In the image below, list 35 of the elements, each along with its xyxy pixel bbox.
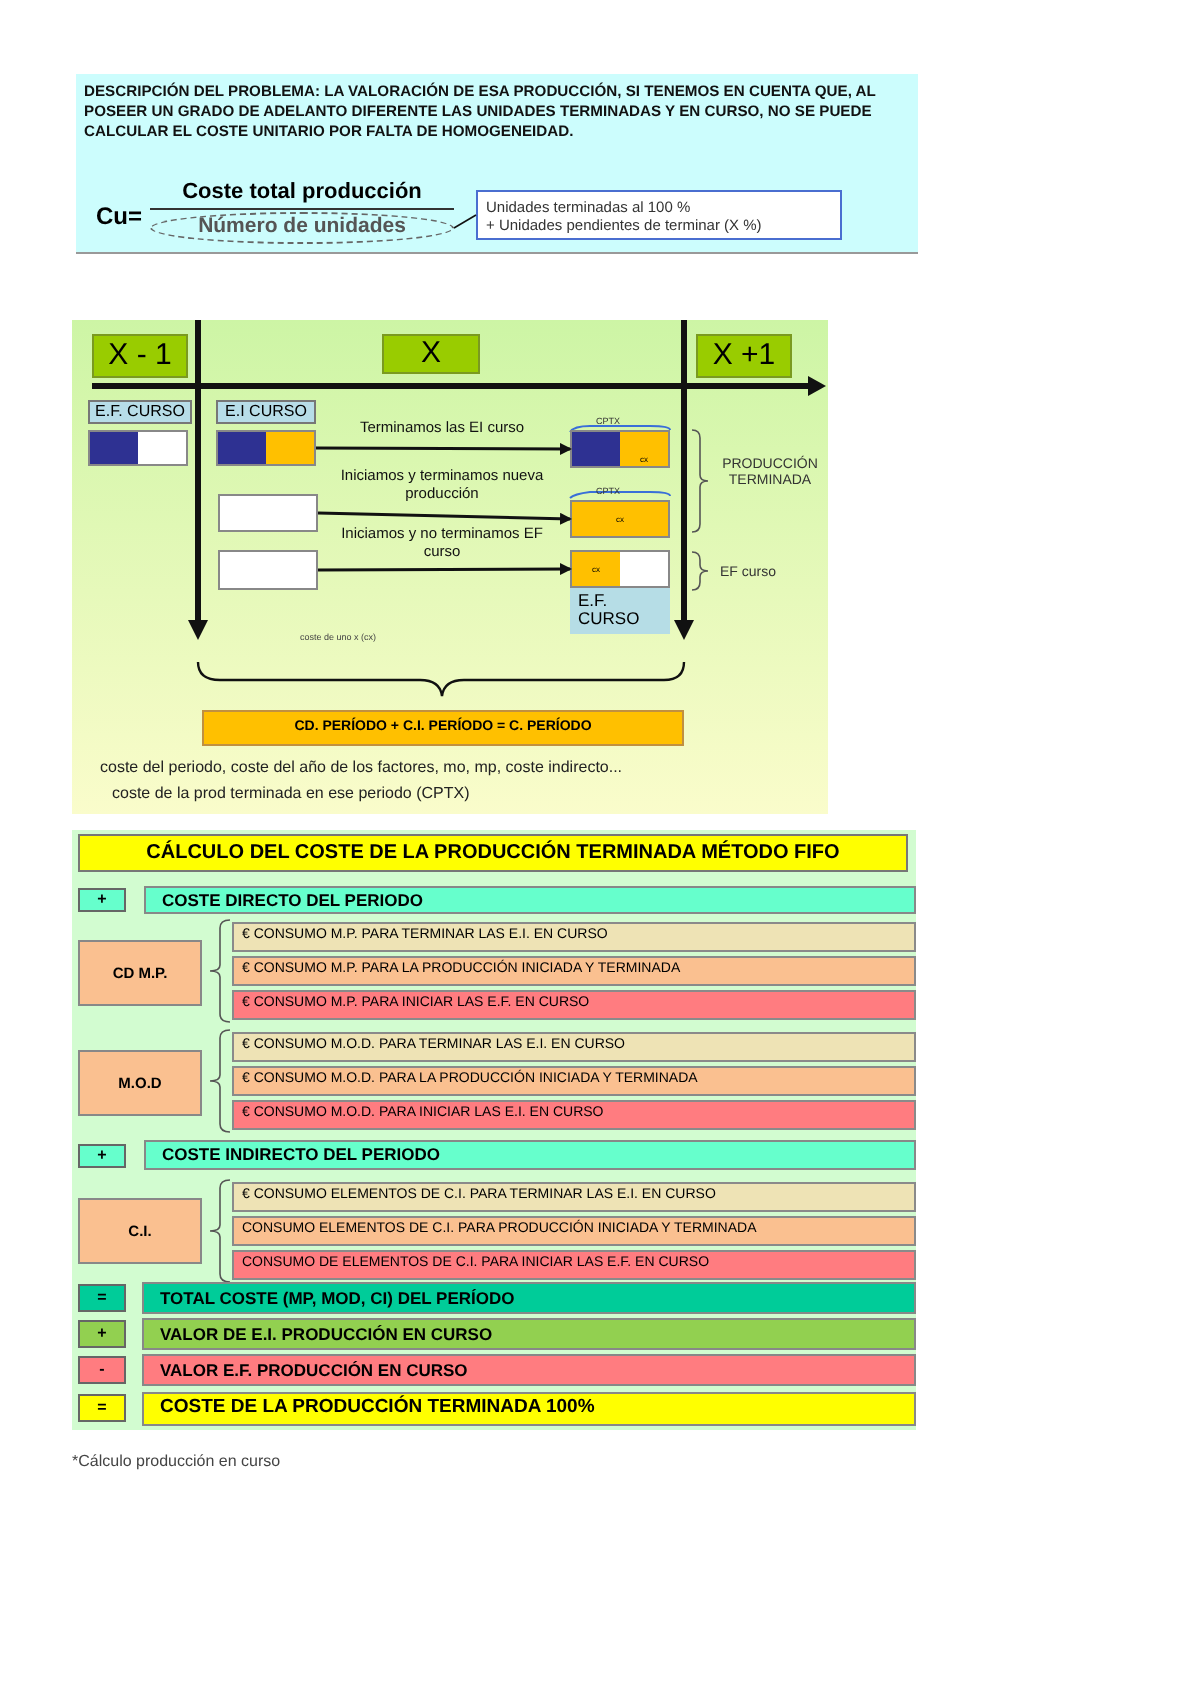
footnote-text: *Cálculo producción en curso [72,1450,283,1474]
period-box: X [382,334,480,374]
sign-box: + [78,888,126,912]
stock-label-box: E.I CURSO [216,400,316,424]
connector-line [453,214,477,229]
sign-box: = [78,1284,126,1312]
stock-bar [216,430,316,466]
title-bar: CÁLCULO DEL COSTE DE LA PRODUCCIÓN TERMINADA MÉTODO FIFO [78,834,908,872]
formula-symbol: Cu= [96,200,145,234]
section-bar: COSTE DIRECTO DEL PERIODO [144,886,916,914]
period-box: X +1 [696,334,792,378]
empty-bar [218,550,318,590]
sign-box: - [78,1356,126,1384]
value-bar: VALOR E.F. PRODUCCIÓN EN CURSO [142,1354,916,1386]
arrow [317,511,572,525]
sign-box: + [78,1144,126,1168]
formula-numerator: Coste total producción [150,178,454,210]
value-bar: VALOR DE E.I. PRODUCCIÓN EN CURSO [142,1318,916,1350]
dashed-ellipse: Número de unidades [150,212,454,244]
empty-bar [218,494,318,532]
units-box [476,190,842,240]
stock-bar [88,430,188,466]
total-bar: TOTAL COSTE (MP, MOD, CI) DEL PERÍODO [142,1282,916,1314]
sign-box: = [78,1394,126,1422]
note-text: coste de la prod terminada en ese periodo (CPTX) [112,782,472,806]
arrow [316,442,572,455]
problem-panel [76,74,918,254]
result-bar: COSTE DE LA PRODUCCIÓN TERMINADA 100% [142,1392,916,1426]
note-text: coste del periodo, coste del año de los factores, mo, mp, coste indirecto... [100,756,625,780]
arrow [318,563,572,576]
sign-box: + [78,1320,126,1348]
stock-label-box: E.F. CURSO [570,588,670,634]
period-box: X - 1 [92,334,188,378]
section-bar: COSTE INDIRECTO DEL PERIODO [144,1140,916,1170]
stock-label-box: E.F. CURSO [88,400,192,424]
